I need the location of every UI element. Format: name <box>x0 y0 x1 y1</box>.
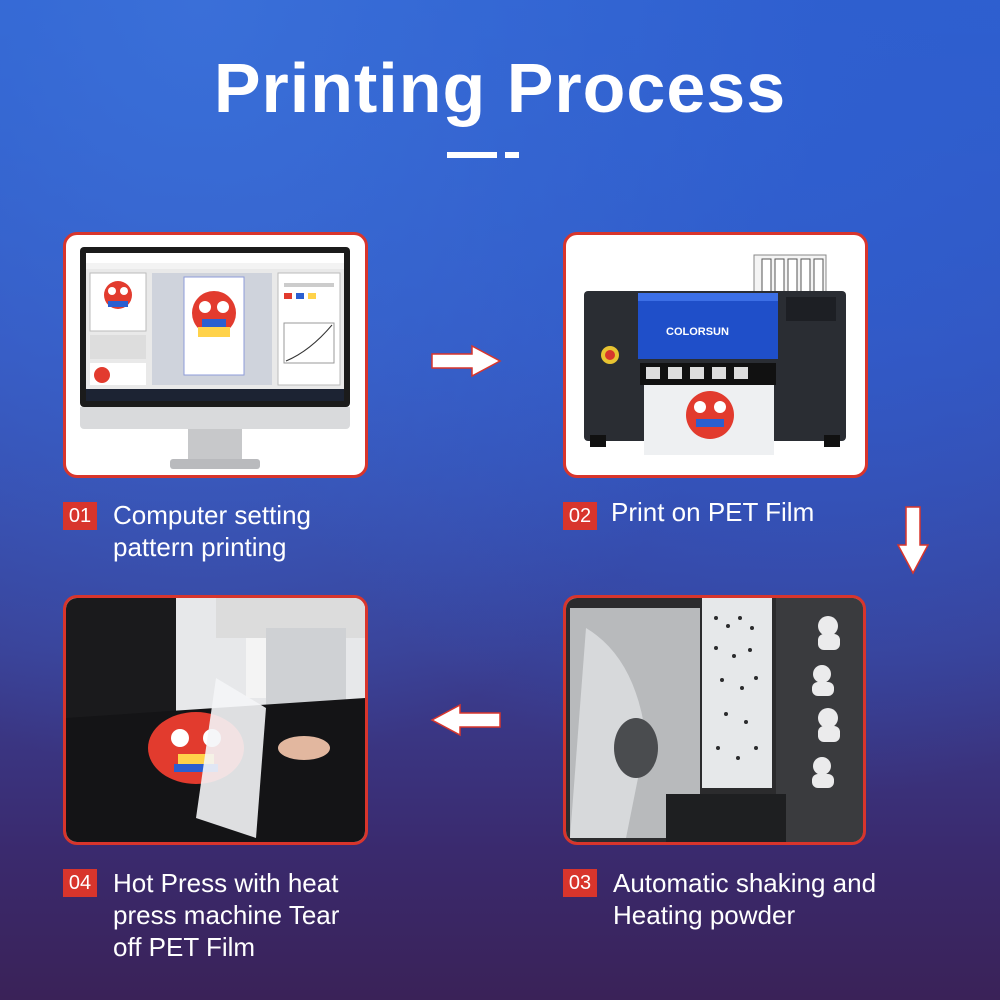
printer-brand: COLORSUN <box>666 326 729 338</box>
monitor-chin <box>80 407 350 429</box>
title-underline-dot <box>505 152 519 158</box>
step-4-text: Hot Press with heat press machine Tear o… <box>113 868 340 962</box>
step-4-number: 04 <box>63 869 97 897</box>
monitor-screen <box>86 253 344 401</box>
step-2-number: 02 <box>563 502 597 530</box>
step-3-image <box>563 595 866 845</box>
step-1-text: Computer setting pattern printing <box>113 500 311 562</box>
step-1-number: 01 <box>63 502 97 530</box>
step-2-image: COLORSUN <box>563 232 868 478</box>
arrow-left-icon <box>430 703 501 737</box>
monitor-base <box>170 459 260 469</box>
step-3-number: 03 <box>563 869 597 897</box>
page-title: Printing Process <box>213 49 787 127</box>
step-1-image <box>63 232 368 478</box>
monitor-stand <box>188 429 242 459</box>
arrow-down-icon <box>896 506 930 575</box>
step-2-text: Print on PET Film <box>611 497 815 527</box>
step-3-text: Automatic shaking and Heating powder <box>613 868 877 930</box>
step-4-image <box>63 595 368 845</box>
arrow-right-icon <box>431 344 502 378</box>
title-underline <box>447 152 497 158</box>
